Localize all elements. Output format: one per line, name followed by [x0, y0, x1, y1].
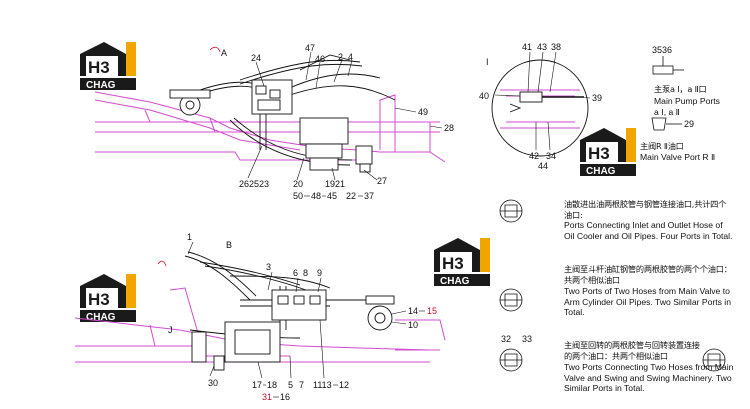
- view-label-j: J: [168, 325, 173, 335]
- svg-text:H3: H3: [442, 254, 464, 273]
- pump-port-fitting: [652, 56, 684, 75]
- label-7: 7: [299, 380, 304, 390]
- top-part-numbers: A 24 47 46 2 4 49 28 262523 20 1921 27 5…: [221, 43, 454, 201]
- view-label-b: B: [226, 240, 232, 250]
- top-leaders: [247, 51, 443, 181]
- label-49: 49: [418, 107, 428, 117]
- brand-logo-right: H3 CHAG: [580, 128, 636, 177]
- label-34: 34: [546, 151, 556, 161]
- label-39: 39: [592, 93, 602, 103]
- label-48: 48: [311, 191, 321, 201]
- label-27: 27: [377, 176, 387, 186]
- label-40: 40: [479, 91, 489, 101]
- label-262523: 262523: [239, 179, 269, 189]
- svg-text:CHAG: CHAG: [86, 80, 116, 91]
- label-42: 42: [529, 151, 539, 161]
- label-1921: 1921: [325, 179, 345, 189]
- label-24: 24: [251, 53, 261, 63]
- main-valve-note-en: Main Valve Port R Ⅱ: [640, 152, 716, 162]
- label-3: 3: [266, 262, 271, 272]
- label-10: 10: [408, 320, 418, 330]
- view-a-arrow: [209, 46, 221, 53]
- label-44: 44: [538, 161, 548, 171]
- label-3536: 3536: [652, 45, 672, 55]
- detail-i-view: [491, 51, 591, 157]
- label-30: 30: [208, 378, 218, 388]
- label-33: 33: [522, 334, 532, 344]
- label-16: 16: [280, 392, 290, 402]
- label-31: 31: [262, 392, 272, 402]
- svg-text:H3: H3: [588, 144, 610, 163]
- label-37: 37: [364, 191, 374, 201]
- view-label-i: I: [486, 57, 489, 67]
- svg-text:CHAG: CHAG: [586, 166, 616, 177]
- svg-text:CHAG: CHAG: [440, 276, 470, 287]
- label-50: 50: [293, 191, 303, 201]
- label-14: 14: [408, 306, 418, 316]
- label-46: 46: [315, 54, 325, 64]
- svg-text:CHAG: CHAG: [86, 312, 116, 323]
- arm-cylinder-note-cn: 主阀至斗杆油缸钢管的两根胶管的两个个油口：共两个相似油口: [564, 264, 732, 285]
- label-4: 4: [348, 52, 353, 62]
- label-38: 38: [551, 42, 561, 52]
- label-15: 15: [427, 306, 437, 316]
- label-6: 6: [293, 268, 298, 278]
- view-b-arrow: [157, 260, 167, 267]
- label-22: 22: [346, 191, 356, 201]
- label-47: 47: [305, 43, 315, 53]
- main-valve-note-cn: 主阀R Ⅱ油口: [640, 141, 684, 151]
- arm-cylinder-note-en: Two Ports of Two Hoses from Main Valve t…: [564, 286, 731, 318]
- inlet-outlet-note-en: Ports Connecting Inlet and Outlet Hose o…: [564, 220, 733, 241]
- main-pump-ports: a Ⅰ, a Ⅱ: [654, 107, 680, 117]
- bottom-leaders: [187, 241, 407, 379]
- label-32: 32: [501, 334, 511, 344]
- main-pump-note-cn: 主泵a Ⅰ，a Ⅱ口: [654, 84, 707, 94]
- label-45: 45: [327, 191, 337, 201]
- bottom-part-numbers: 1 B 3 6 8 9 14 15 10 J 30 17 18 31 16 5 …: [168, 232, 437, 402]
- label-12: 12: [339, 380, 349, 390]
- main-pump-note-en: Main Pump Ports: [654, 96, 720, 106]
- label-17: 17: [252, 380, 262, 390]
- brand-logo-bottom-left: H3 CHAG: [80, 274, 136, 323]
- label-18: 18: [267, 380, 277, 390]
- label-29: 29: [684, 119, 694, 129]
- detail-i-numbers: I 41 43 38 40 39 42 34 44: [479, 42, 602, 171]
- label-1: 1: [187, 232, 192, 242]
- inlet-outlet-note-cn: 油散进出油两根胶管与钢管连接油口,共计四个油口:: [564, 199, 727, 220]
- valve-port-fitting: [651, 117, 682, 131]
- label-41: 41: [522, 42, 532, 52]
- label-1113: 1113: [313, 380, 332, 390]
- swing-note-cn: 主阀至回转的两根胶管与回转装置连接的两个油口：共两个相似油口: [564, 340, 700, 361]
- bottom-valves: [191, 289, 395, 371]
- swing-note-en: Two Ports Connecting Two Hoses from Main…: [564, 362, 734, 394]
- top-valves: [169, 79, 373, 173]
- view-label-a: A: [221, 48, 227, 58]
- brand-logo-middle: H3 CHAG: [434, 238, 490, 287]
- label-5: 5: [288, 380, 293, 390]
- label-8: 8: [303, 268, 308, 278]
- label-2: 2: [338, 52, 343, 62]
- label-20: 20: [293, 179, 303, 189]
- section-views: [499, 199, 726, 372]
- label-43: 43: [537, 42, 547, 52]
- label-28: 28: [444, 123, 454, 133]
- brand-logo-top-left: H3 CHAG: [80, 42, 136, 91]
- svg-text:H3: H3: [88, 290, 110, 309]
- svg-text:H3: H3: [88, 58, 110, 77]
- label-9: 9: [317, 268, 322, 278]
